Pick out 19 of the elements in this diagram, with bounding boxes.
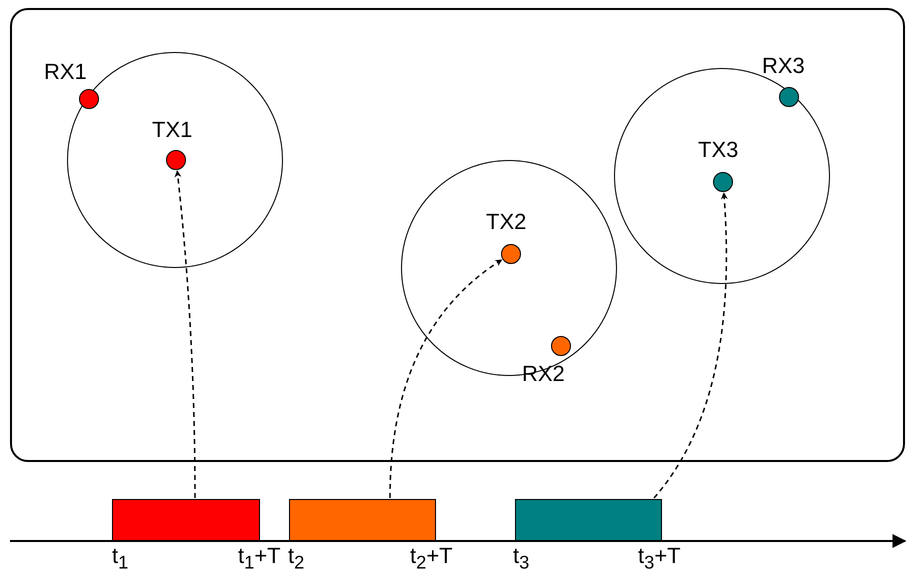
node-label: RX3 [762,54,805,78]
time-slot-bar [289,499,436,541]
arrow [174,170,196,498]
node-label: RX1 [44,60,87,84]
node-label: TX1 [152,118,192,142]
time-label: t$_{1}$ [112,544,128,569]
time-label: t$_{1}$+T [238,544,281,569]
arrow [653,192,728,498]
time-label: t$_{2}$ [288,544,304,569]
time-slot-bar [112,499,260,541]
time-label: t$_{2}$+T [410,544,453,569]
time-slot-bar [515,499,662,541]
area-frame [10,8,905,462]
arrow [389,259,502,498]
node-label: TX2 [486,210,526,234]
node-label: RX2 [522,362,565,386]
time-label: t$_{3}$ [513,544,530,569]
time-label: t$_{3}$+T [638,544,681,569]
node-label: TX3 [698,138,738,162]
